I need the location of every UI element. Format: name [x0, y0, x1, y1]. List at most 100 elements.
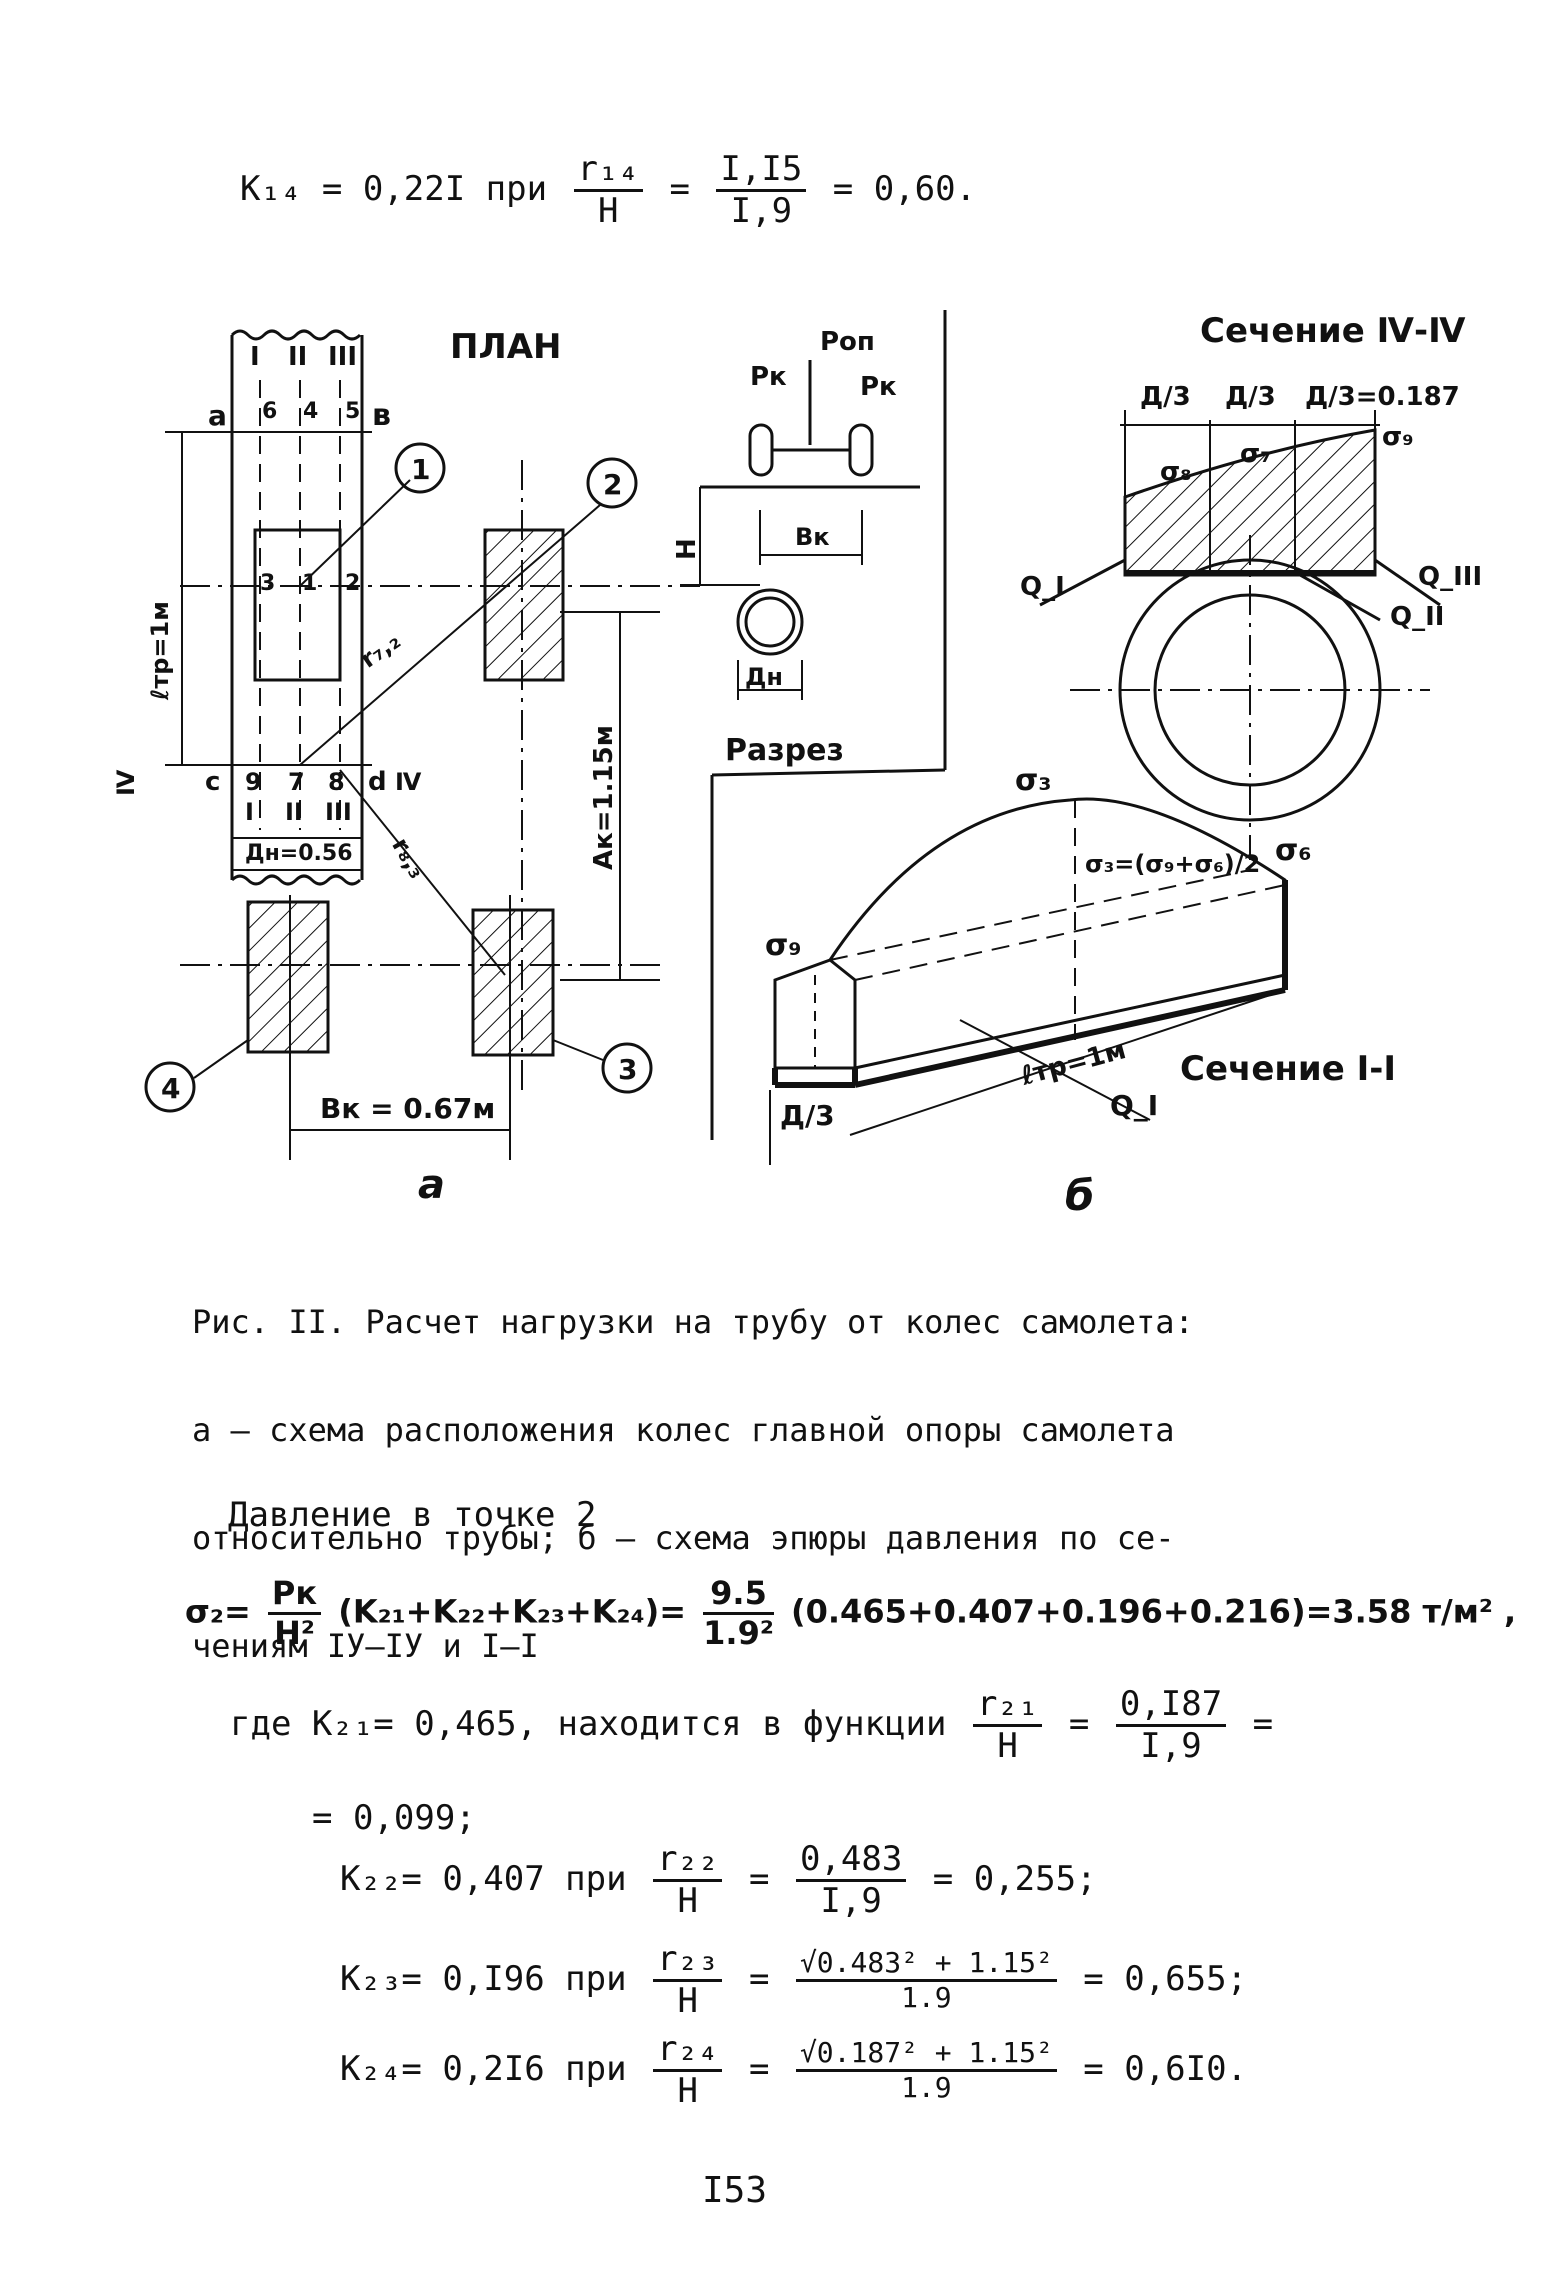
k23-fden: H [677, 1981, 699, 2022]
k22-fraction: r₂₂ H [653, 1839, 723, 1922]
k22-eq: = [748, 1859, 770, 1900]
sigma2-tail: (0.465+0.407+0.196+0.216)=3.58 т/м² , [791, 1592, 1517, 1631]
k21-value-fraction: 0,I87 I,9 [1115, 1684, 1227, 1766]
sigma6-label: σ₆ [1275, 833, 1312, 868]
k24-vnum: √0.187² + 1.15² [795, 2036, 1057, 2073]
roman-top-3: III [328, 342, 357, 372]
k22-value-fraction: 0,483 I,9 [795, 1839, 907, 1921]
sigma7-label: σ₇ [1240, 439, 1272, 469]
d3-label-3: Д/3=0.187 [1305, 382, 1460, 412]
caption-line-4: чениям IУ–IУ и I–I [192, 1627, 539, 1665]
num-top-4: 4 [303, 399, 318, 424]
k23-lhs: K₂₃= 0,I96 при [340, 1959, 627, 2000]
sigma3-label: σ₃ [1015, 763, 1052, 798]
formula-k24: K₂₄= 0,2I6 при r₂₄ H = √0.187² + 1.15² 1… [340, 2029, 1248, 2112]
k24-res: = 0,6I0. [1083, 2049, 1248, 2090]
pop-label: Pоп [820, 327, 875, 357]
k14-eq: = [669, 169, 690, 210]
sigma3-formula: σ₃=(σ₉+σ₆)/2 [1085, 850, 1260, 878]
q1-label: Q_I [1020, 572, 1065, 602]
point-a: a [208, 399, 227, 432]
k24-value-fraction: √0.187² + 1.15² 1.9 [795, 2036, 1057, 2105]
page-number: I53 [702, 2170, 768, 2211]
d3-label-1: Д/3 [1140, 382, 1191, 412]
bk-small-label: Bк [795, 523, 830, 551]
k21-text: где K₂₁= 0,465, находится в функции [230, 1704, 947, 1745]
q3-label: Q_III [1418, 562, 1482, 592]
ak-label: Aк=1.15м [589, 725, 619, 870]
sigma2-h2: H² [274, 1613, 315, 1652]
pressure-heading: Давление в точке 2 [228, 1495, 597, 1535]
k22-fnum: r₂₂ [653, 1839, 723, 1883]
sigma2-pk-fraction: Pк H² [267, 1575, 322, 1652]
sigma2-pk: Pк [267, 1575, 322, 1615]
k23-vnum: √0.483² + 1.15² [795, 1946, 1057, 1983]
k21-fden: H [997, 1726, 1018, 1767]
sigma9-top-label: σ₉ [1382, 422, 1414, 452]
plan-title: ПЛАН [450, 327, 561, 367]
caption-line-2: а – схема расположения колес главной опо… [192, 1411, 1175, 1449]
formula-k14: K₁₄ = 0,22I при r₁₄ H = I,I5 I,9 = 0,60. [240, 149, 976, 232]
d3b-label: Д/3 [780, 1099, 835, 1132]
k24-vden: 1.9 [901, 2071, 952, 2105]
k24-fraction: r₂₄ H [653, 2029, 723, 2112]
roman-bot-2: II [285, 798, 303, 826]
k22-lhs: K₂₂= 0,407 при [340, 1859, 627, 1900]
razrez-label: Разрез [725, 733, 844, 768]
k23-eq: = [748, 1959, 770, 2000]
formula-k22: K₂₂= 0,407 при r₂₂ H = 0,483 I,9 = 0,255… [340, 1839, 1097, 1922]
num-mid-1: 1 [302, 571, 317, 596]
caption-line-3: относительно трубы; б – схема эпюры давл… [192, 1519, 1175, 1557]
k14-lhs: K₁₄ = 0,22I при [240, 169, 548, 210]
k21-vnum: 0,I87 [1115, 1684, 1227, 1728]
num-top-5: 5 [345, 399, 360, 424]
k21-continuation: = 0,099; [312, 1798, 476, 1838]
razrez-view [680, 310, 947, 1140]
label-b: б [1065, 1171, 1094, 1220]
label-a: а [418, 1162, 445, 1208]
dn-small-label: Дн [745, 663, 783, 691]
figure-11: ПЛАН I II III a в 6 4 5 3 1 2 c 9 7 8 d … [112, 310, 1482, 1220]
q2-label: Q_II [1390, 602, 1444, 632]
k21-fraction: r₂₁ H [972, 1684, 1043, 1767]
pk-right-label: Pк [860, 372, 897, 402]
k23-res: = 0,655; [1083, 1959, 1248, 2000]
sigma2-num: 9.5 [703, 1575, 774, 1615]
k21-fnum: r₂₁ [972, 1684, 1043, 1728]
section-i-title: Сечение Ⅰ-Ⅰ [1180, 1049, 1396, 1089]
k24-lhs: K₂₄= 0,2I6 при [340, 2049, 627, 2090]
roman-top-1: I [250, 342, 260, 372]
plan-view [144, 329, 700, 1160]
section-mark-iv-right: Ⅳ [395, 768, 422, 796]
k22-vnum: 0,483 [795, 1839, 907, 1883]
point-b: в [372, 398, 391, 433]
k24-fden: H [677, 2071, 699, 2112]
bk-label: Bк = 0.67м [320, 1092, 495, 1125]
section-iv-title: Сечение Ⅳ-Ⅳ [1200, 311, 1466, 351]
k24-fnum: r₂₄ [653, 2029, 723, 2073]
k22-fden: H [677, 1881, 699, 1922]
sigma2-lhs: σ₂= [185, 1592, 251, 1631]
num-top-6: 6 [262, 399, 277, 424]
sigma2-formula: σ₂= Pк H² (K₂₁+K₂₂+K₂₃+K₂₄)= 9.5 1.9² (0… [185, 1575, 1516, 1652]
k21-end: = [1252, 1704, 1274, 1745]
k14-val-den: I,9 [730, 191, 793, 232]
k23-value-fraction: √0.483² + 1.15² 1.9 [795, 1946, 1057, 2014]
point-c: c [205, 767, 220, 797]
circle-3-label: 3 [618, 1053, 637, 1086]
num-mid-2: 2 [345, 571, 360, 596]
k24-eq: = [748, 2049, 770, 2090]
roman-bot-1: I [245, 798, 254, 826]
ltr-label: ℓтр=1м [146, 601, 174, 701]
formula-k23: K₂₃= 0,I96 при r₂₃ H = √0.483² + 1.15² 1… [340, 1939, 1248, 2022]
point-d: d [368, 767, 387, 797]
k21-eq: = [1068, 1704, 1090, 1745]
sigma2-den: 1.9² [703, 1613, 774, 1652]
pk-left-label: Pк [750, 362, 787, 392]
k14-fraction: r₁₄ H [573, 149, 643, 231]
h-label: H [672, 538, 702, 560]
k23-fraction: r₂₃ H [653, 1939, 723, 2022]
q1b-label: Q_I [1110, 1089, 1158, 1122]
sigma8-label: σ₈ [1160, 457, 1192, 487]
roman-bot-3: III [325, 798, 352, 826]
